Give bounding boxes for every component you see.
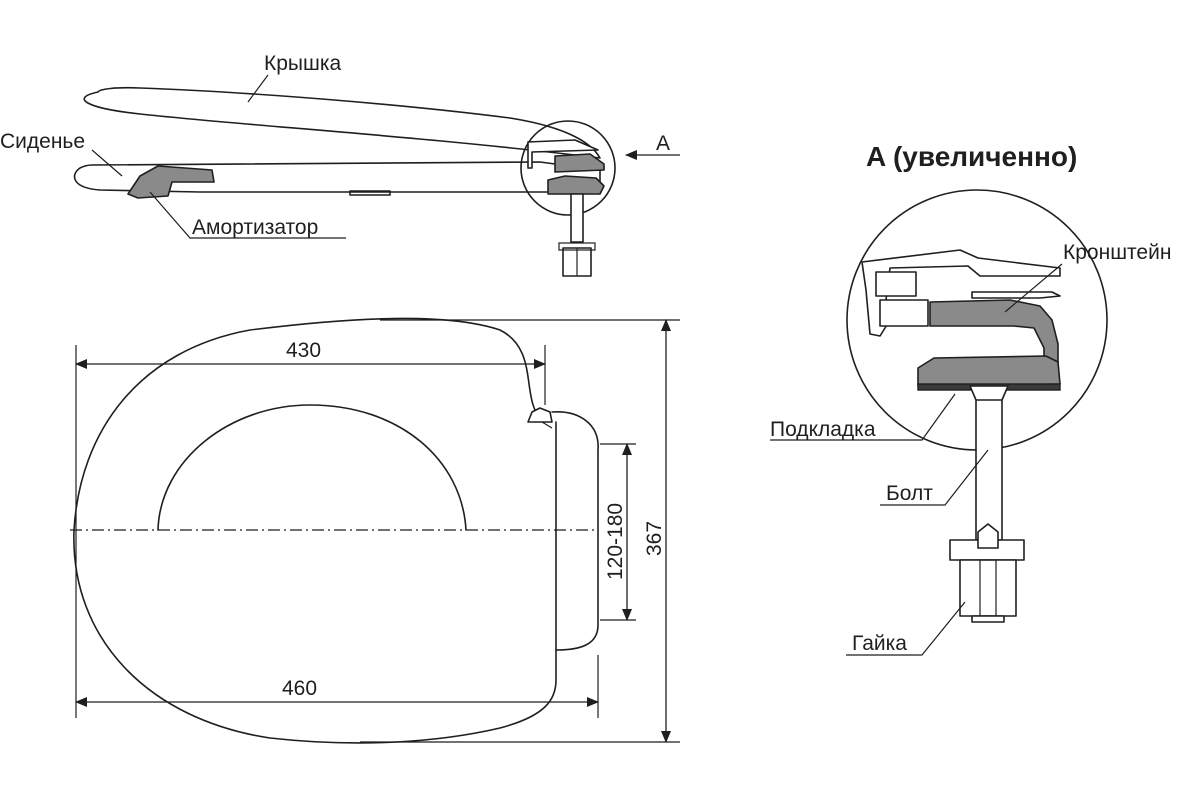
detail-nut-tip xyxy=(977,523,999,549)
seat-shape xyxy=(73,161,601,193)
view-a-marker: A xyxy=(656,132,670,155)
label-seat: Сиденье xyxy=(0,130,85,153)
detail-lid-inner-1 xyxy=(875,271,917,297)
label-lid: Крышка xyxy=(264,52,342,75)
hinge-bracket-small xyxy=(554,153,605,173)
dim-430: 430 xyxy=(286,339,321,362)
detail-bolt-collar xyxy=(969,385,1009,401)
detail-lid-inner-2 xyxy=(879,299,929,327)
hinge-block-top xyxy=(551,411,599,651)
hinge-bump-line xyxy=(541,421,553,429)
dim-460: 460 xyxy=(282,677,317,700)
label-bolt: Болт xyxy=(886,482,933,505)
leader-gasket xyxy=(770,393,956,441)
leader-bracket xyxy=(1004,263,1063,313)
detail-lid-bracket xyxy=(861,249,1061,337)
leader-bolt xyxy=(880,449,989,506)
hinge-bolt-small xyxy=(570,193,584,243)
leader-lid xyxy=(247,74,269,103)
detail-lid-edge xyxy=(971,291,1061,299)
dim-120-180: 120-180 xyxy=(604,503,627,580)
detail-nut-base xyxy=(971,615,1005,623)
seat-inner-opening xyxy=(157,404,467,531)
detail-title: A (увеличенно) xyxy=(866,141,1077,172)
top-view: 430 460 120-180 367 xyxy=(70,317,680,744)
view-a-circle xyxy=(520,120,616,216)
detail-gasket-body xyxy=(917,355,1061,387)
label-gasket: Подкладка xyxy=(770,418,876,441)
detail-bolt-shank xyxy=(975,389,1003,541)
lid-shape xyxy=(83,86,601,159)
label-bracket: Кронштейн xyxy=(1063,241,1171,264)
seat-foot xyxy=(349,190,391,196)
leader-seat xyxy=(91,149,123,177)
label-damper: Амортизатор xyxy=(192,216,318,239)
side-view: A Крышка Сиденье Амортизатор xyxy=(0,52,680,277)
damper-part xyxy=(127,165,215,199)
leader-damper xyxy=(149,191,346,239)
dim-367: 367 xyxy=(643,521,666,556)
hinge-lid-bracket xyxy=(527,139,599,169)
detail-nut-body xyxy=(959,559,1017,617)
hinge-gasket-small xyxy=(547,175,605,195)
detail-view: A (увеличенно) Кронштейн Подкладка Болт … xyxy=(770,141,1171,656)
leader-nut xyxy=(846,601,966,656)
hinge-bump-top xyxy=(527,407,553,423)
label-nut: Гайка xyxy=(852,632,907,655)
